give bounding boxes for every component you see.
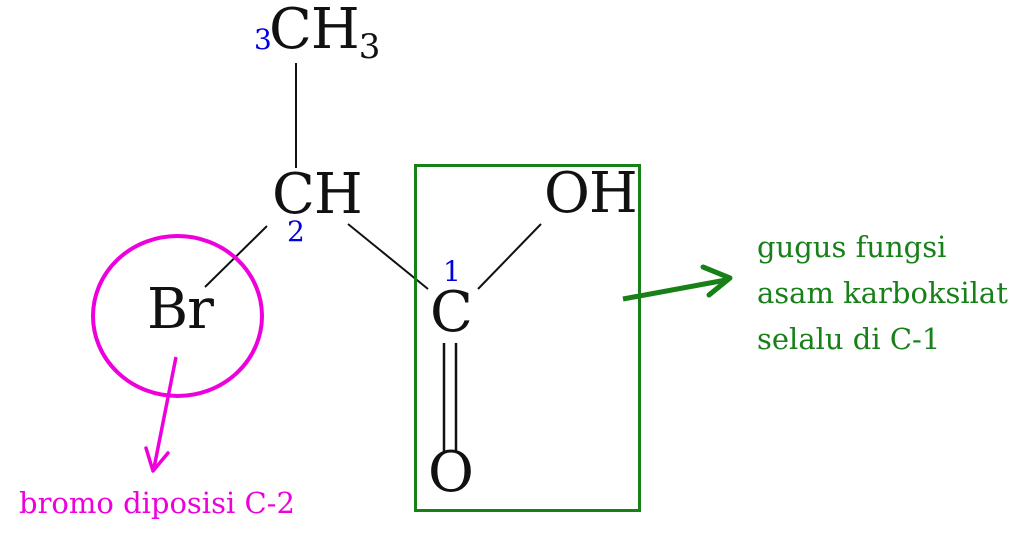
bromo-arrow-shaft [152, 356, 178, 469]
methyl-subscript: 3 [358, 27, 381, 67]
hydroxyl-label: OH [544, 161, 638, 226]
carboxyl-highlight-box [414, 164, 641, 512]
bromo-arrow-head [144, 446, 170, 473]
locant-2: 2 [287, 215, 305, 248]
carbonyl-oxygen-label: O [428, 440, 474, 505]
methyl-group-label: CH3 [269, 0, 381, 67]
methine-group-label: CH [272, 162, 363, 227]
carboxyl-annotation: gugus fungsi asam karboksilat selalu di … [757, 224, 1008, 362]
locant-1: 1 [443, 255, 461, 288]
carboxyl-annotation-line3: selalu di C-1 [757, 322, 941, 356]
bromine-label: Br [147, 277, 214, 342]
carboxyl-annotation-line1: gugus fungsi [757, 230, 947, 264]
carboxyl-annotation-line2: asam karboksilat [757, 276, 1008, 310]
carboxyl-arrow-head [700, 264, 733, 298]
carboxyl-arrow-shaft [622, 277, 727, 302]
bromine-highlight-circle [91, 234, 264, 398]
locant-3: 3 [254, 23, 272, 56]
bromo-annotation: bromo diposisi C-2 [19, 486, 295, 520]
carboxyl-carbon-label: C [430, 280, 473, 345]
bond-c1-oh [477, 223, 542, 290]
methyl-symbol: CH [269, 0, 360, 62]
